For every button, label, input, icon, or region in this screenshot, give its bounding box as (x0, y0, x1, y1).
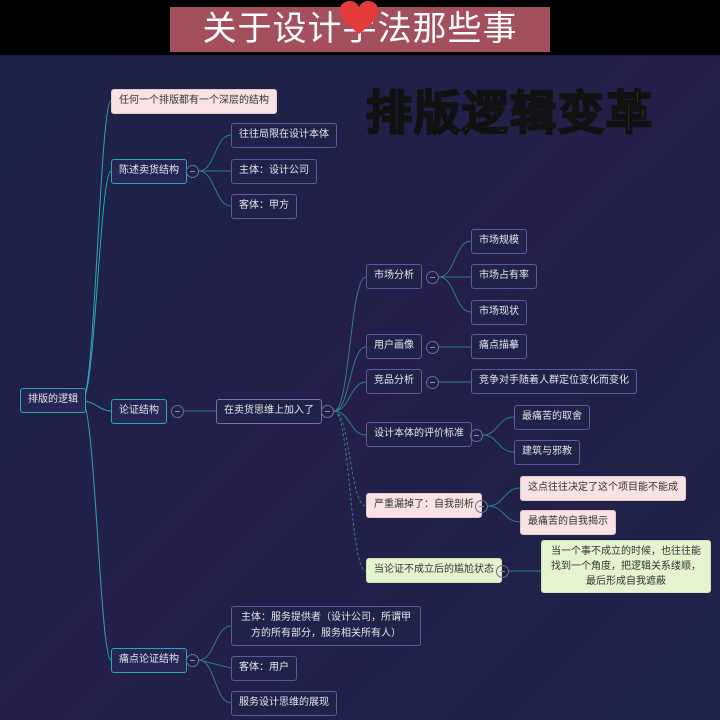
node-child[interactable]: 客体：用户 (231, 656, 297, 681)
node-child[interactable]: 主体：设计公司 (231, 159, 317, 184)
node-self-analysis[interactable]: 严重漏掉了：自我剖析 (366, 493, 482, 518)
node-market-analysis[interactable]: 市场分析 (366, 264, 422, 289)
node-child[interactable]: 客体：甲方 (231, 194, 297, 219)
node-added[interactable]: 在卖货思维上加入了 (216, 399, 322, 424)
node-child[interactable]: 主体：服务提供者（设计公司，所谓甲方的所有部分，服务相关所有人） (231, 606, 421, 646)
root-node[interactable]: 排版的逻辑 (20, 388, 86, 413)
node-child[interactable]: 服务设计思维的展现 (231, 691, 337, 716)
collapse-icon[interactable] (426, 341, 439, 354)
node-child[interactable]: 市场占有率 (471, 264, 537, 289)
node-pain-point-structure[interactable]: 痛点论证结构 (111, 648, 187, 673)
overlay-title: 排版逻辑变革 (365, 85, 654, 141)
node-child[interactable]: 最痛苦的取舍 (514, 405, 590, 430)
node-evaluation[interactable]: 设计本体的评价标准 (366, 422, 472, 447)
collapse-icon[interactable] (470, 429, 483, 442)
node-failed-argument[interactable]: 当论证不成立后的尴尬状态 (366, 558, 502, 583)
node-child[interactable]: 市场现状 (471, 300, 527, 325)
node-competitor-analysis[interactable]: 竞品分析 (366, 369, 422, 394)
node-argument-structure[interactable]: 论证结构 (111, 399, 167, 424)
collapse-icon[interactable] (475, 500, 488, 513)
collapse-icon[interactable] (186, 165, 199, 178)
node-child[interactable]: 建筑与邪教 (514, 440, 580, 465)
collapse-icon[interactable] (426, 376, 439, 389)
node-user-persona[interactable]: 用户画像 (366, 334, 422, 359)
node-child[interactable]: 痛点描摹 (471, 334, 527, 359)
node-deep-structure[interactable]: 任何一个排版都有一个深层的结构 (111, 89, 277, 114)
node-child[interactable]: 市场规模 (471, 229, 527, 254)
node-child[interactable]: 最痛苦的自我揭示 (520, 510, 616, 535)
collapse-icon[interactable] (186, 654, 199, 667)
collapse-icon[interactable] (426, 271, 439, 284)
node-child[interactable]: 往往局限在设计本体 (231, 123, 337, 148)
collapse-icon[interactable] (171, 405, 184, 418)
heart-icon (340, 1, 378, 34)
node-child[interactable]: 竞争对手随着人群定位变化而变化 (471, 369, 637, 394)
node-child[interactable]: 当一个事不成立的时候，也往往能找到一个角度，把逻辑关系缕顺，最后形成自我遮蔽 (541, 540, 711, 593)
top-banner: 关于设计手法那些事 (0, 0, 720, 55)
collapse-icon[interactable] (496, 565, 509, 578)
collapse-icon[interactable] (321, 405, 334, 418)
node-child[interactable]: 这点往往决定了这个项目能不能成 (520, 476, 686, 501)
node-selling-structure[interactable]: 陈述卖货结构 (111, 159, 187, 184)
